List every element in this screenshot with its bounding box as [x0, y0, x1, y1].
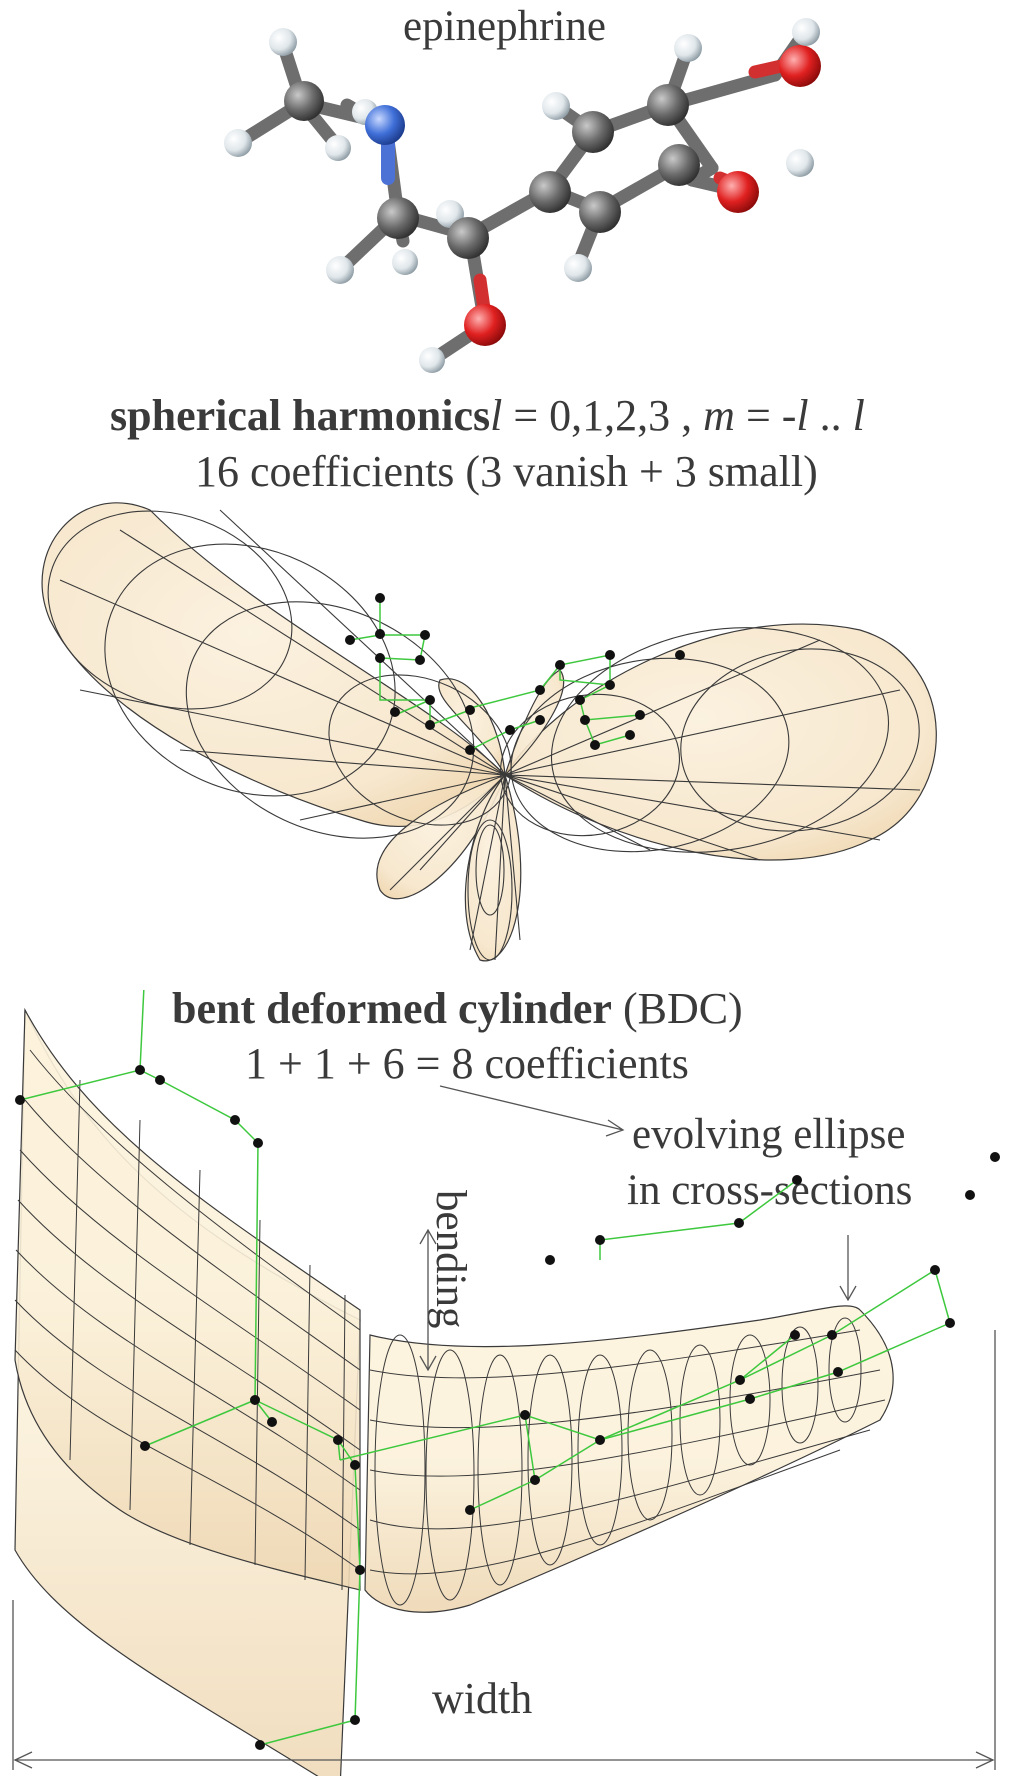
l-symbol: l	[490, 391, 503, 440]
width-label: width	[432, 1674, 533, 1723]
annotation-line2: in cross-sections	[627, 1167, 913, 1214]
m-l2: l	[852, 391, 865, 440]
spherical-harmonics-surface	[41, 502, 937, 962]
bdc-title: bent deformed cylinder (BDC)	[172, 983, 743, 1034]
molecule-name: epinephrine	[403, 3, 606, 50]
molecule-ball-and-stick	[224, 18, 821, 373]
bent-cylinder-figure	[12, 990, 1000, 1776]
harmonics-coefficients: 16 coefficients (3 vanish + 3 small)	[195, 447, 818, 496]
m-dots: ..	[808, 391, 853, 440]
annotation-line1: evolving ellipse	[632, 1111, 906, 1158]
m-eq: = -	[734, 391, 797, 440]
l-values: = 0,1,2,3 ,	[502, 391, 704, 440]
bdc-title-abbr: (BDC)	[622, 984, 743, 1033]
harmonics-title-bold: spherical harmonics	[110, 391, 491, 440]
harmonics-title: spherical harmonicsl = 0,1,2,3 , m = -l …	[110, 390, 865, 441]
m-symbol: m	[703, 391, 735, 440]
m-l: l	[796, 391, 809, 440]
bdc-title-bold: bent deformed cylinder	[172, 984, 612, 1033]
bdc-coefficients: 1 + 1 + 6 = 8 coefficients	[245, 1039, 689, 1088]
